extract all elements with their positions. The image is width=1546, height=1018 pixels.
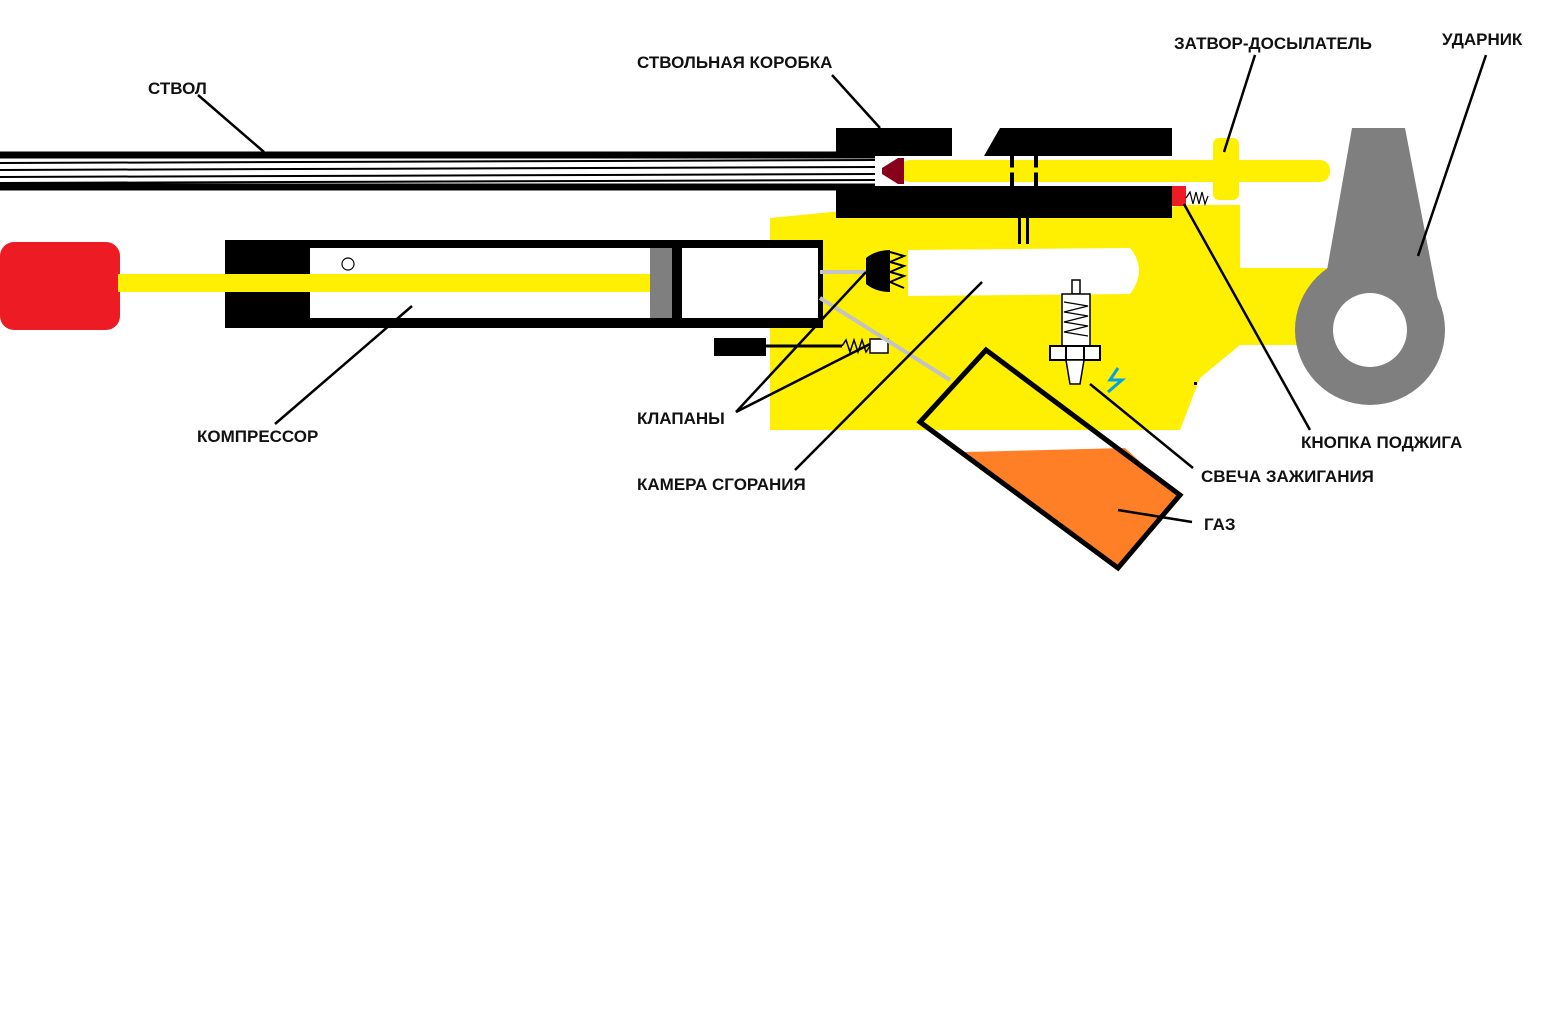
- spark-plug-part: [1049, 279, 1101, 385]
- chamber-label: КАМЕРА СГОРАНИЯ: [637, 475, 806, 494]
- spark-plug-label: СВЕЧА ЗАЖИГАНИЯ: [1201, 467, 1374, 486]
- combustion-chamber: [908, 248, 1139, 296]
- receiver-label: СТВОЛЬНАЯ КОРОБКА: [637, 53, 832, 72]
- spark-icon: [1107, 367, 1127, 394]
- compressor-cylinder: [118, 240, 823, 328]
- ignition-button-part: [1172, 186, 1186, 206]
- receiver: [836, 128, 1172, 244]
- stock-end: [0, 242, 120, 330]
- compressor-label: КОМПРЕССОР: [197, 427, 318, 446]
- lower-valve: [714, 296, 952, 382]
- bolt-head: [882, 158, 904, 184]
- leader-lines: [197, 54, 1488, 524]
- ignition-button-label: КНОПКА ПОДЖИГА: [1301, 433, 1462, 452]
- barrel-label: СТВОЛ: [148, 79, 207, 98]
- gas-canister: [916, 346, 1184, 572]
- bolt-label: ЗАТВОР-ДОСЫЛАТЕЛЬ: [1174, 34, 1372, 53]
- valves-label: КЛАПАНЫ: [637, 409, 725, 428]
- barrel: [0, 151, 876, 191]
- gas-label: ГАЗ: [1204, 515, 1236, 534]
- upper-valve: [820, 250, 907, 292]
- striker-label: УДАРНИК: [1442, 30, 1523, 49]
- striker-part: [1295, 128, 1445, 405]
